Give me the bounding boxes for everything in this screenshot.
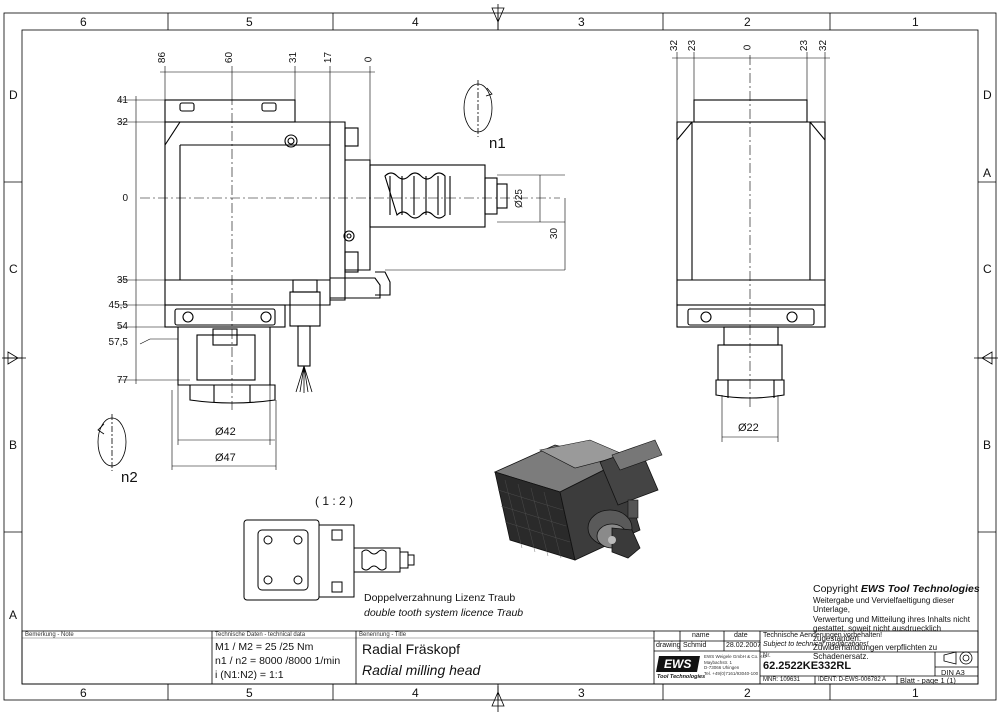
col-label-3-bottom: 3 [578, 686, 585, 700]
col-label-2: 2 [744, 15, 751, 29]
sheet-format: DIN A3 [941, 668, 965, 677]
col-label-3: 3 [578, 15, 585, 29]
dim-54: 54 [116, 321, 128, 332]
side-dim-23-right: 23 [799, 39, 811, 52]
change-notice-de: Technische Aenderungen vorbehalten! [763, 632, 883, 639]
copyright-block: Copyright EWS Tool Technologies Weiterga… [813, 583, 983, 662]
mnr: MNR: 109631 [763, 677, 801, 683]
detail-scale: ( 1 : 2 ) [315, 494, 354, 508]
side-dim-0: 0 [742, 44, 754, 51]
company-line-2: Maybachstr. 1 [704, 659, 733, 665]
dim-30: 30 [549, 227, 561, 240]
col-label-4: 4 [412, 15, 419, 29]
speed-line: n1 / n2 = 8000 /8000 1/min [215, 655, 341, 667]
drawing-label: drawing [656, 642, 681, 649]
rotation-n1-label: n1 [489, 135, 506, 152]
ews-logo [656, 656, 700, 672]
ews-logo-sub: Tool Technologies [657, 674, 706, 680]
centering-marks [2, 4, 998, 712]
title-de: Radial Fräskopf [362, 641, 461, 657]
side-dimensions [672, 52, 830, 442]
dim-0-top: 0 [363, 56, 375, 63]
dim-dia-47: Ø47 [215, 452, 236, 464]
copyright-brand: EWS Tool Technologies [860, 583, 980, 595]
dim-60: 60 [224, 51, 236, 64]
row-label-c: C [9, 262, 18, 276]
dim-dia-25: Ø25 [513, 189, 525, 208]
front-dimensions [118, 66, 566, 470]
techdata-label: Technische Daten - technical data [215, 632, 306, 638]
row-label-b: B [9, 438, 18, 452]
detail-note-en: double tooth system licence Traub [364, 607, 524, 619]
remark-label: Bemerkung - Note [25, 632, 74, 638]
copyright-line-2: Verwertung und Mitteilung ihres Inhalts … [813, 614, 970, 624]
front-centerlines [140, 95, 560, 410]
dim-32: 32 [116, 117, 128, 128]
dim-31: 31 [288, 51, 300, 64]
copyright-line-4: Zuwiderhandlungen verpflichten zu Schade… [813, 643, 938, 662]
change-notice-en: Subject to technical modifications! [763, 641, 869, 648]
isometric-render [493, 439, 663, 561]
dim-dia-42: Ø42 [215, 426, 236, 438]
col-date: date [734, 632, 748, 639]
col-name: name [692, 632, 710, 639]
col-label-1-bottom: 1 [912, 686, 919, 700]
dim-57-5: 57,5 [108, 337, 128, 348]
ident: IDENT: D-EWS-006782 A [818, 677, 887, 683]
part-number: 62.2522KE332RL [763, 660, 852, 672]
torque-line: M1 / M2 = 25 /25 Nm [215, 641, 314, 653]
copyright-line-3: gestattet, soweit nicht ausdruecklich zu… [813, 624, 942, 643]
dim-86: 86 [157, 51, 169, 64]
company-line-4: Tel. +49(0)7161/93040-100 [704, 670, 759, 676]
dim-41: 41 [116, 95, 128, 106]
col-label-1: 1 [912, 15, 919, 29]
dim-45-5: 45,5 [108, 300, 128, 311]
side-dim-32-right: 32 [818, 39, 830, 52]
col-label-5-bottom: 5 [246, 686, 253, 700]
title-en: Radial milling head [362, 662, 481, 678]
side-dim-32-left: 32 [669, 39, 681, 52]
company-line-3: D-73066 Uhingen [704, 665, 740, 670]
detail-view [243, 519, 415, 601]
side-view [676, 99, 826, 399]
row-label-c-right: C [983, 262, 992, 276]
sheet-page: Blatt - page 1 (1) [900, 676, 956, 685]
col-label-2-bottom: 2 [744, 686, 751, 700]
copyright-prefix: Copyright [813, 583, 861, 595]
col-label-6-bottom: 6 [80, 686, 87, 700]
side-dim-dia-22: Ø22 [738, 422, 759, 434]
dim-77: 77 [116, 375, 128, 386]
detail-note-de: Doppelverzahnung Lizenz Traub [364, 592, 516, 604]
row-label-d-right: D [983, 88, 992, 102]
rotation-n2-label: n2 [121, 469, 138, 486]
rotation-symbols [97, 80, 493, 471]
dim-0-left: 0 [122, 193, 128, 204]
nr-label: Nr. [763, 653, 771, 659]
col-label-4-bottom: 4 [412, 686, 419, 700]
col-label-5: 5 [246, 15, 253, 29]
col-label-6: 6 [80, 15, 87, 29]
dim-35: 35 [116, 275, 128, 286]
company-line-1: EWS Weigele GmbH & Co. KG [704, 654, 767, 659]
front-view [164, 99, 508, 404]
company-address: EWS Weigele GmbH & Co. KG Maybachstr. 1 … [704, 654, 766, 676]
drawn-date: 28.02.2007 [726, 642, 762, 649]
copyright-line-1: Weitergabe und Vervielfaeltigung dieser … [813, 596, 955, 615]
row-label-d: D [9, 88, 18, 102]
side-dim-23-left: 23 [687, 39, 699, 52]
outer-frame [3, 12, 997, 701]
ews-logo-text: EWS [664, 657, 692, 671]
row-label-a-right: A [983, 166, 992, 180]
row-label-a: A [9, 608, 18, 622]
row-label-b-right: B [983, 438, 992, 452]
title-block-frame [21, 630, 979, 685]
ratio-line: i (N1:N2) = 1:1 [215, 669, 284, 681]
dim-17: 17 [323, 51, 335, 64]
drawn-by: Schmid [683, 642, 707, 649]
title-label: Benennung - Title [359, 632, 407, 638]
